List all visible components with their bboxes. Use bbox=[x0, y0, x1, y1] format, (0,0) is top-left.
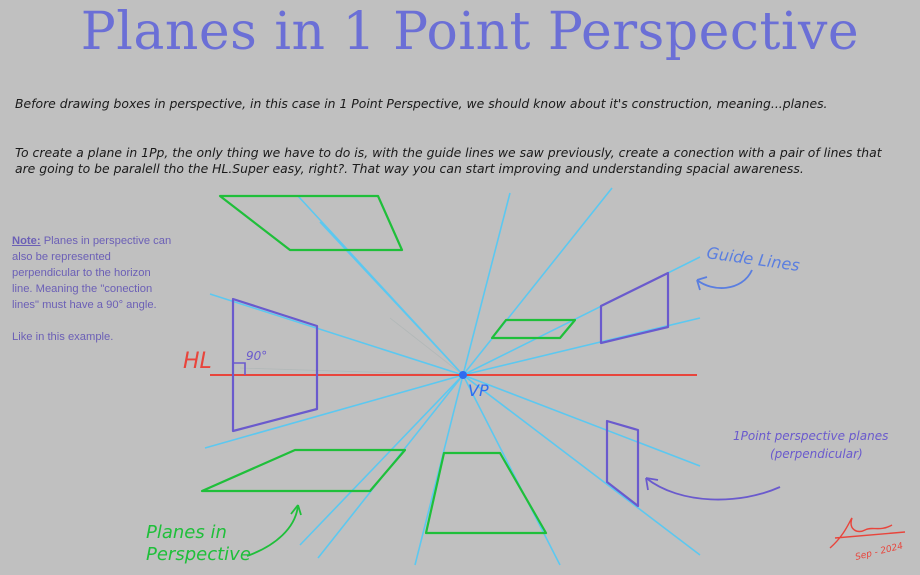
plane-bottom-center bbox=[424, 451, 548, 535]
faint-guide-line bbox=[389, 317, 464, 376]
note-example: Like in this example. bbox=[12, 331, 114, 343]
faint-guide-line bbox=[239, 367, 464, 376]
plane-right-vertical bbox=[599, 271, 670, 345]
vanishing-point-dot bbox=[459, 371, 467, 379]
plane-top-left bbox=[218, 194, 404, 252]
signature-date: Sep - 2024 bbox=[854, 541, 904, 563]
guide-lines bbox=[204, 187, 701, 566]
plane-small-mid bbox=[490, 318, 577, 340]
right-angle-marker bbox=[233, 362, 246, 375]
signature bbox=[829, 517, 906, 549]
page-title: Planes in 1 Point Perspective bbox=[80, 2, 860, 62]
green-planes bbox=[200, 194, 577, 535]
guide-line bbox=[462, 187, 613, 376]
note-box: Note: Planes in perspective can also be … bbox=[12, 233, 172, 345]
planes-arrowhead bbox=[290, 504, 302, 516]
perp-label-line2: (perpendicular) bbox=[770, 447, 863, 461]
guide-line bbox=[462, 374, 701, 467]
plane-left-vertical bbox=[231, 297, 319, 433]
perp-planes-arrowhead bbox=[645, 477, 659, 491]
vp-label: VP bbox=[468, 381, 489, 400]
guide-line bbox=[462, 374, 561, 566]
angle-label: 90° bbox=[246, 349, 267, 363]
perp-planes-arrow bbox=[645, 477, 781, 501]
signature-scribble bbox=[829, 517, 906, 549]
note-text: Planes in perspective can also be repres… bbox=[12, 235, 172, 311]
intro-paragraph-1: Before drawing boxes in perspective, in … bbox=[15, 96, 828, 111]
intro-paragraph-2: To create a plane in 1Pp, the only thing… bbox=[15, 145, 882, 176]
planes-label-line1: Planes in bbox=[146, 522, 227, 543]
note-label: Note: bbox=[12, 235, 41, 247]
guide-lines-arrow bbox=[696, 269, 753, 289]
guide-lines-arrowhead bbox=[696, 276, 708, 291]
guide-line bbox=[299, 374, 464, 546]
plane-bottom-left bbox=[200, 448, 407, 493]
guide-line bbox=[319, 221, 464, 376]
purple-planes bbox=[231, 271, 670, 508]
guide-line bbox=[462, 317, 701, 376]
planes-arrow bbox=[246, 504, 299, 557]
guide-line bbox=[204, 374, 464, 449]
hl-label: HL bbox=[183, 349, 212, 374]
perp-label-line1: 1Point perspective planes bbox=[733, 429, 888, 443]
guide-line bbox=[414, 374, 464, 566]
planes-label-line2: Perspective bbox=[146, 544, 251, 565]
guide-lines-label: Guide Lines bbox=[705, 243, 800, 275]
guide-line bbox=[209, 293, 464, 376]
plane-right-lower-vertical bbox=[605, 419, 640, 508]
guide-line bbox=[462, 374, 701, 556]
guide-line bbox=[462, 192, 511, 376]
